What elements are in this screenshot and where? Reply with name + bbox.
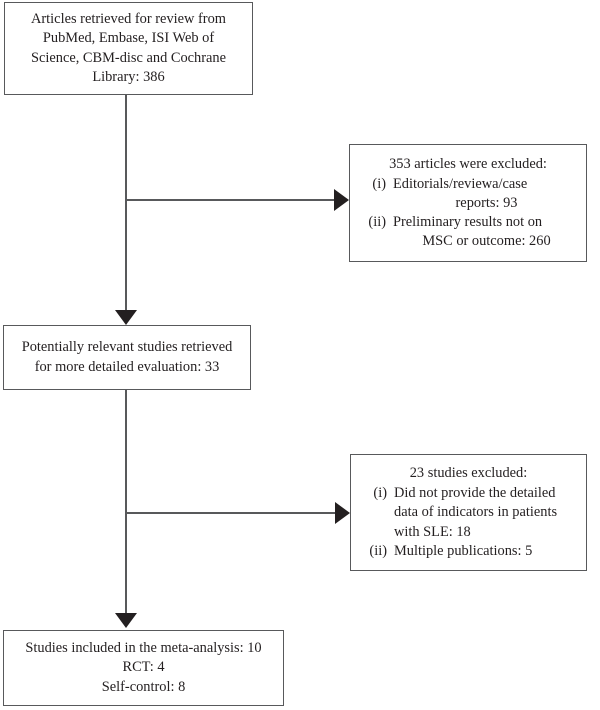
node-line: Studies included in the meta-analysis: 1…	[25, 640, 262, 657]
connector-branch-to-excluded-1	[125, 199, 334, 201]
list-text-line: Editorials/reviewa/case	[393, 175, 528, 192]
node-line: Library: 386	[92, 68, 165, 85]
list-text-line: Preliminary results not on	[393, 214, 543, 230]
node-line: Articles retrieved for review from	[31, 11, 226, 28]
node-excluded-studies: 23 studies excluded: (i) Did not provide…	[350, 454, 587, 571]
connector-branch-to-excluded-2	[125, 512, 335, 514]
list-text-line: Multiple publications: 5	[394, 542, 533, 559]
node-articles-retrieved: Articles retrieved for review from PubMe…	[4, 2, 253, 95]
node-line: RCT: 4	[122, 659, 165, 676]
node-line: PubMed, Embase, ISI Web of	[42, 30, 215, 47]
list-item: (i) Editorials/reviewa/case reports: 93	[356, 175, 580, 213]
arrowhead-down-icon	[115, 310, 137, 325]
list-text-line: Did not provide the detailed	[394, 485, 556, 502]
arrowhead-right-icon	[334, 189, 349, 211]
list-marker: (ii)	[369, 542, 387, 559]
list-item: (ii) Preliminary results not on MSC or o…	[356, 213, 580, 251]
list-text: Preliminary results not on MSC or outcom…	[393, 213, 580, 251]
excluded-2-list: (i) Did not provide the detailed data of…	[357, 484, 580, 560]
list-text-line: reports: 93	[455, 194, 518, 211]
list-text-line: data of indicators in patients	[394, 504, 558, 521]
list-item: (ii) Multiple publications: 5	[357, 542, 580, 561]
node-potentially-relevant-studies: Potentially relevant studies retrieved f…	[3, 325, 251, 390]
list-text-line: MSC or outcome: 260	[422, 233, 551, 250]
node-line: Potentially relevant studies retrieved	[21, 339, 233, 356]
list-text-line: with SLE: 18	[394, 523, 471, 540]
excluded-2-heading: 23 studies excluded:	[409, 465, 528, 482]
list-marker: (ii)	[368, 214, 386, 230]
excluded-1-heading: 353 articles were excluded:	[389, 155, 547, 172]
list-marker: (i)	[373, 485, 387, 502]
list-text: Did not provide the detailed data of ind…	[394, 484, 580, 541]
arrowhead-down-icon	[115, 613, 137, 628]
arrowhead-right-icon	[335, 502, 350, 524]
node-line: Self-control: 8	[101, 678, 186, 695]
connector-sources-to-relevant	[125, 95, 127, 311]
node-excluded-articles: 353 articles were excluded: (i) Editoria…	[349, 144, 587, 262]
excluded-1-list: (i) Editorials/reviewa/case reports: 93 …	[356, 175, 580, 251]
connector-relevant-to-included	[125, 390, 127, 614]
node-line: Science, CBM-disc and Cochrane	[30, 49, 227, 66]
list-text: Multiple publications: 5	[394, 542, 580, 561]
node-line: for more detailed evaluation: 33	[34, 358, 220, 375]
list-text: Editorials/reviewa/case reports: 93	[393, 175, 580, 213]
list-item: (i) Did not provide the detailed data of…	[357, 484, 580, 541]
node-studies-included: Studies included in the meta-analysis: 1…	[3, 630, 284, 706]
list-marker: (i)	[372, 175, 386, 192]
